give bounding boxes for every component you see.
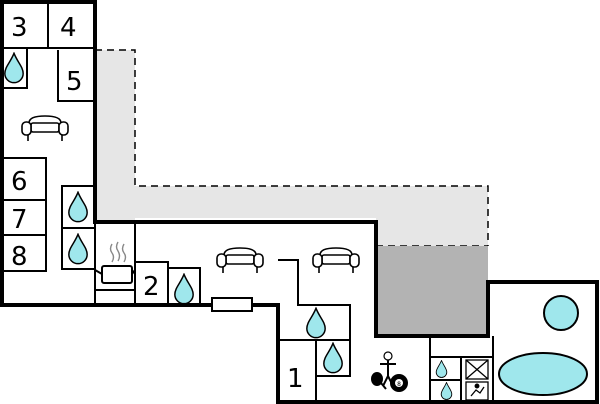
room-3-label: 3 [11,13,28,43]
table-tennis-icon [371,351,396,390]
room-4-label: 4 [60,13,77,43]
water-drop-icon [68,233,88,265]
svg-text:8: 8 [397,381,401,388]
sofa-icon [21,115,69,142]
water-drop-icon [4,52,24,84]
water-drop-icon [306,307,326,339]
fireplace-icon [94,241,136,284]
water-drop-icon [435,360,448,378]
billiard-ball-icon: 8 [390,374,408,392]
water-drop-icon [440,382,453,400]
room-1-label: 1 [287,364,304,394]
water-drop-icon [68,191,88,223]
water-drop-icon [174,273,194,305]
room-7-label: 7 [11,205,28,235]
water-drop-icon [323,342,343,374]
sauna-icon [465,359,489,401]
interior-walls [1,2,494,402]
sofa-icon [312,247,360,274]
room-2-label: 2 [143,272,160,302]
room-5-label: 5 [66,67,83,97]
pool-area [376,246,488,336]
hot-tub-icon [543,295,579,331]
radiator-icon [200,297,278,312]
terrace [95,49,489,247]
room-8-label: 8 [11,242,28,272]
pool-icon [498,352,588,396]
room-6-label: 6 [11,167,28,197]
sofa-icon [216,247,264,274]
